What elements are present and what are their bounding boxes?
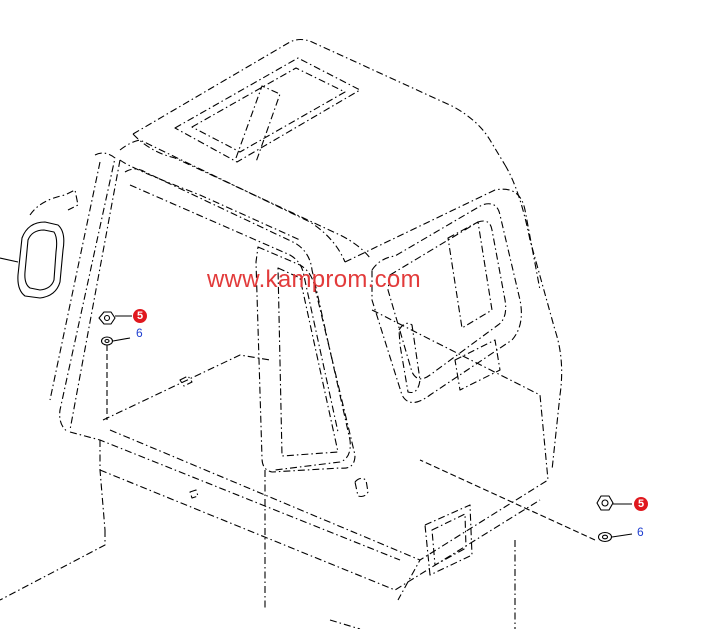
cab-bottom-line: [329, 619, 361, 630]
leader-right-washer: [611, 533, 633, 538]
front-pillar-inner: [49, 161, 101, 401]
bolt-line-right: [419, 459, 596, 541]
callout-right-washer: 6: [637, 525, 644, 539]
nut-left: [98, 311, 116, 325]
floor-line: [109, 429, 421, 561]
cab-base: [99, 469, 541, 591]
roof-hatch-inner: [191, 67, 346, 153]
rear-window-frame: [371, 203, 522, 404]
cab-roof-inner: [119, 139, 346, 263]
lower-panel-inner: [431, 513, 467, 566]
mirror-bracket: [29, 189, 79, 216]
cab-roof-outline: [132, 38, 506, 166]
front-opening: [124, 168, 351, 471]
washer-left: [100, 336, 114, 346]
door-handle: [354, 477, 369, 498]
side-window-inner: [277, 267, 339, 457]
cab-roof-edge: [132, 133, 371, 259]
cab-side-lower: [371, 309, 549, 601]
rear-window-slot-2: [447, 221, 493, 329]
washer-right: [597, 531, 613, 543]
front-frame-top: [119, 159, 301, 241]
mirror-outer: [17, 221, 65, 299]
roof-hatch-bar: [235, 85, 281, 163]
mirror-stem: [0, 257, 19, 263]
cab-floor-back: [102, 354, 271, 421]
front-frame-left: [69, 159, 121, 431]
callout-left-washer: 6: [136, 326, 143, 340]
mirror-inner: [24, 229, 58, 291]
callout-right-nut: 5: [634, 497, 648, 511]
floor-hole-1: [179, 375, 193, 387]
rear-window-slot-1: [398, 322, 421, 394]
side-window-outer: [255, 246, 356, 473]
rear-vent: [454, 339, 501, 391]
leader-left-washer: [112, 337, 131, 342]
front-opening-inner: [129, 184, 339, 433]
cab-side-upper: [344, 188, 541, 291]
cab-rear-pillar: [504, 164, 563, 471]
floor-hole-2: [189, 489, 199, 499]
callout-left-nut: 5: [133, 309, 147, 323]
front-pillar-outer: [59, 152, 116, 433]
roof-hatch-outer: [174, 57, 361, 163]
watermark: www.kamprom.com: [207, 266, 421, 293]
nut-right: [596, 495, 614, 511]
cab-ground-left: [0, 530, 106, 601]
cab-base-left: [99, 440, 106, 531]
rear-window-inner: [387, 220, 507, 380]
cab-floor-front: [69, 431, 401, 561]
lower-panel: [424, 504, 473, 576]
